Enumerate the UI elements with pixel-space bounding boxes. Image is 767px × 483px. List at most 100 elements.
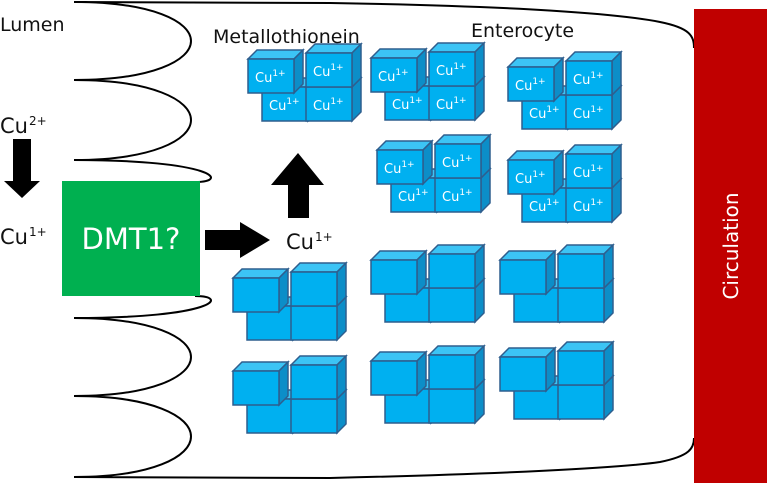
cube (556, 243, 615, 290)
cube-face (428, 388, 476, 424)
cube-face (507, 66, 555, 102)
cube-copper-label: Cu1+ (384, 160, 415, 177)
cube-face (565, 153, 613, 189)
cube-face (507, 159, 555, 195)
cube-copper-label: Cu1+ (573, 105, 604, 122)
cube: Cu1+ (246, 48, 305, 95)
metallothionein-cluster: Cu1+ Cu1+ Cu1+ Cu1+ (506, 50, 623, 131)
cube (289, 354, 348, 401)
cube-copper-label: Cu1+ (436, 62, 467, 79)
cuprous-ion-lumen-label: Cu1+ (0, 225, 47, 249)
metallothionein-cluster (498, 340, 615, 421)
cube: Cu1+ (304, 42, 363, 89)
cube (231, 267, 290, 314)
cube-face (557, 350, 605, 386)
cube-copper-label: Cu1+ (269, 97, 300, 114)
metallothionein-cluster: Cu1+ Cu1+ Cu1+ Cu1+ (246, 42, 363, 123)
cube-face (434, 143, 482, 179)
cube-face (428, 253, 476, 289)
cube-face (290, 305, 338, 341)
cube-face (290, 364, 338, 400)
cube-copper-label: Cu1+ (442, 188, 473, 205)
cube-copper-label: Cu1+ (436, 96, 467, 113)
cube-face (290, 398, 338, 434)
cube-copper-label: Cu1+ (392, 96, 423, 113)
cube-face (370, 259, 418, 295)
cube-copper-label: Cu1+ (398, 188, 429, 205)
circulation-bar: Circulation (694, 9, 767, 483)
cube (427, 243, 486, 290)
cube: Cu1+ (427, 41, 486, 88)
metallothionein-cluster: Cu1+ Cu1+ Cu1+ Cu1+ (375, 133, 492, 214)
cube-face (428, 51, 476, 87)
circulation-label: Circulation (718, 192, 743, 300)
metallothionein-cluster (231, 354, 348, 435)
cube-face (557, 384, 605, 420)
cube: Cu1+ (564, 50, 623, 97)
arrow-into-cell (205, 222, 270, 258)
cube (498, 249, 557, 296)
cube-copper-label: Cu1+ (515, 77, 546, 94)
cube-face (305, 52, 353, 88)
arrow-to-metallothionein (271, 153, 324, 218)
ion-charge: 1+ (28, 225, 47, 239)
enterocyte-label: Enterocyte (471, 20, 575, 42)
cuprous-ion-cytosol-label: Cu1+ (286, 230, 333, 254)
metallothionein-cluster (369, 344, 486, 425)
cube: Cu1+ (506, 149, 565, 196)
cube: Cu1+ (433, 133, 492, 180)
cube-face (557, 287, 605, 323)
cube-face (428, 354, 476, 390)
cube-face (565, 187, 613, 223)
cube-copper-label: Cu1+ (515, 170, 546, 187)
cube (369, 350, 428, 397)
metallothionein-cluster (498, 243, 615, 324)
cupric-ion-label: Cu2+ (0, 114, 47, 138)
metallothionein-cluster (369, 243, 486, 324)
cube-face (290, 271, 338, 307)
metallothionein-clusters: Cu1+Cu1+Cu1+Cu1+Cu1+Cu1+Cu1+Cu1+Cu1+Cu1+… (231, 41, 623, 435)
ion-symbol: Cu (0, 225, 28, 249)
cube-copper-label: Cu1+ (529, 198, 560, 215)
cube-copper-label: Cu1+ (573, 198, 604, 215)
cube: Cu1+ (564, 143, 623, 190)
cube-face (232, 277, 280, 313)
cube-copper-label: Cu1+ (573, 164, 604, 181)
cube (498, 346, 557, 393)
cube-face (428, 85, 476, 121)
cube-copper-label: Cu1+ (378, 68, 409, 85)
cube-face (370, 57, 418, 93)
metallothionein-label: Metallothionein (213, 26, 360, 48)
cube-face (499, 356, 547, 392)
cube: Cu1+ (375, 139, 434, 186)
cube-face (370, 360, 418, 396)
cube: Cu1+ (369, 47, 428, 94)
cube-face (557, 253, 605, 289)
cube-copper-label: Cu1+ (529, 105, 560, 122)
cube-face (565, 60, 613, 96)
cube (369, 249, 428, 296)
cube-copper-label: Cu1+ (255, 69, 286, 86)
cube-copper-label: Cu1+ (313, 97, 344, 114)
cube-copper-label: Cu1+ (573, 71, 604, 88)
cube (556, 340, 615, 387)
cube (289, 261, 348, 308)
cube-face (232, 370, 280, 406)
cube-face (499, 259, 547, 295)
metallothionein-cluster (231, 261, 348, 342)
cube-face (434, 177, 482, 213)
cube-copper-label: Cu1+ (442, 154, 473, 171)
cube (231, 360, 290, 407)
ion-symbol: Cu (286, 230, 314, 254)
ion-charge: 1+ (314, 230, 333, 244)
enterocyte-membrane (73, 1, 695, 480)
cube-face (376, 149, 424, 185)
lumen-label: Lumen (0, 14, 65, 36)
arrow-reduction-down (4, 139, 40, 198)
metallothionein-cluster: Cu1+ Cu1+ Cu1+ Cu1+ (506, 143, 623, 224)
dmt1-transporter: DMT1? (62, 181, 200, 296)
cube-copper-label: Cu1+ (313, 63, 344, 80)
ion-symbol: Cu (0, 114, 28, 138)
metallothionein-cluster: Cu1+ Cu1+ Cu1+ Cu1+ (369, 41, 486, 122)
